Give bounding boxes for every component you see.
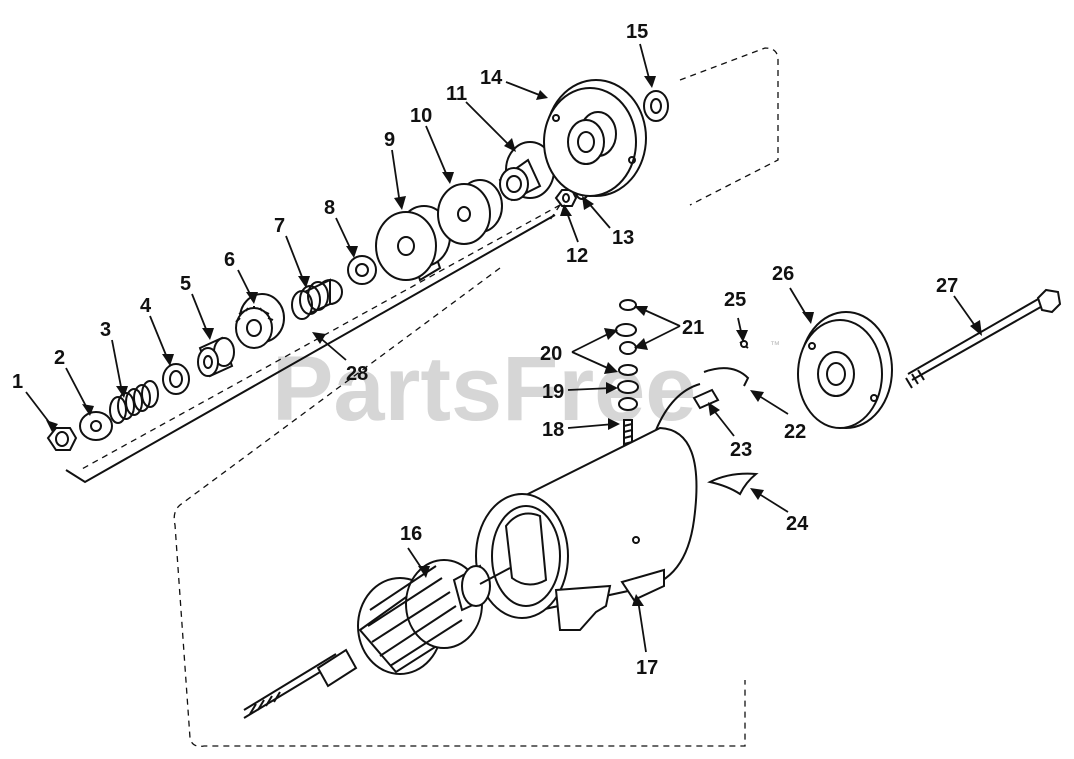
part-bushing — [498, 141, 555, 202]
callout-4: 4 — [140, 295, 152, 317]
part-brush-spring — [703, 367, 750, 387]
callout-20: 20 — [540, 343, 562, 365]
watermark-trademark: ™ — [770, 340, 780, 351]
part-brush-lead — [655, 383, 701, 431]
callout-11: 11 — [446, 83, 467, 105]
part-spring — [109, 380, 159, 424]
leader-lines — [25, 43, 982, 653]
callout-12: 12 — [566, 245, 588, 267]
callout-13: 13 — [612, 227, 634, 249]
callout-10: 10 — [410, 105, 432, 127]
callout-25: 25 — [724, 289, 746, 311]
part-brush-clip — [707, 472, 759, 496]
callout-1: 1 — [12, 371, 23, 393]
part-spacer — [437, 179, 503, 245]
callout-17: 17 — [636, 657, 658, 679]
part-pinion-gear — [235, 293, 285, 349]
callout-22: 22 — [784, 421, 806, 443]
callout-19: 19 — [542, 381, 564, 403]
callout-labels: 1 2 3 4 5 6 7 8 9 10 11 12 13 14 15 16 1… — [12, 21, 958, 679]
callout-9: 9 — [384, 129, 395, 151]
part-thrust-washer — [347, 255, 377, 285]
callout-23: 23 — [730, 439, 752, 461]
callout-7: 7 — [274, 215, 285, 237]
part-washer — [79, 411, 113, 441]
callout-18: 18 — [542, 419, 564, 441]
part-ring — [162, 363, 190, 395]
callout-2: 2 — [54, 347, 65, 369]
part-brush — [692, 388, 720, 410]
part-armature — [243, 559, 511, 719]
part-small-screw — [739, 340, 749, 349]
part-frame-housing — [475, 426, 698, 631]
callout-16: 16 — [400, 523, 422, 545]
callout-8: 8 — [324, 197, 335, 219]
callout-5: 5 — [180, 273, 191, 295]
callout-26: 26 — [772, 263, 794, 285]
callout-6: 6 — [224, 249, 235, 271]
callout-21: 21 — [682, 317, 704, 339]
callout-14: 14 — [480, 67, 503, 89]
callout-3: 3 — [100, 319, 111, 341]
part-nut — [46, 427, 78, 451]
part-drive — [291, 278, 343, 320]
part-through-bolt — [905, 288, 1062, 389]
upper-kit-baseline — [65, 214, 556, 484]
part-sleeve — [197, 336, 235, 378]
part-large-spacer — [375, 205, 451, 282]
callout-24: 24 — [786, 513, 809, 535]
part-terminal-stack — [615, 299, 639, 449]
part-flange-nut — [554, 189, 578, 207]
callout-28: 28 — [346, 363, 368, 385]
part-drive-end-plate — [543, 79, 647, 197]
part-commutator-end-plate — [797, 311, 893, 429]
part-end-washer — [643, 90, 669, 122]
callout-15: 15 — [626, 21, 648, 43]
callout-27: 27 — [936, 275, 958, 297]
